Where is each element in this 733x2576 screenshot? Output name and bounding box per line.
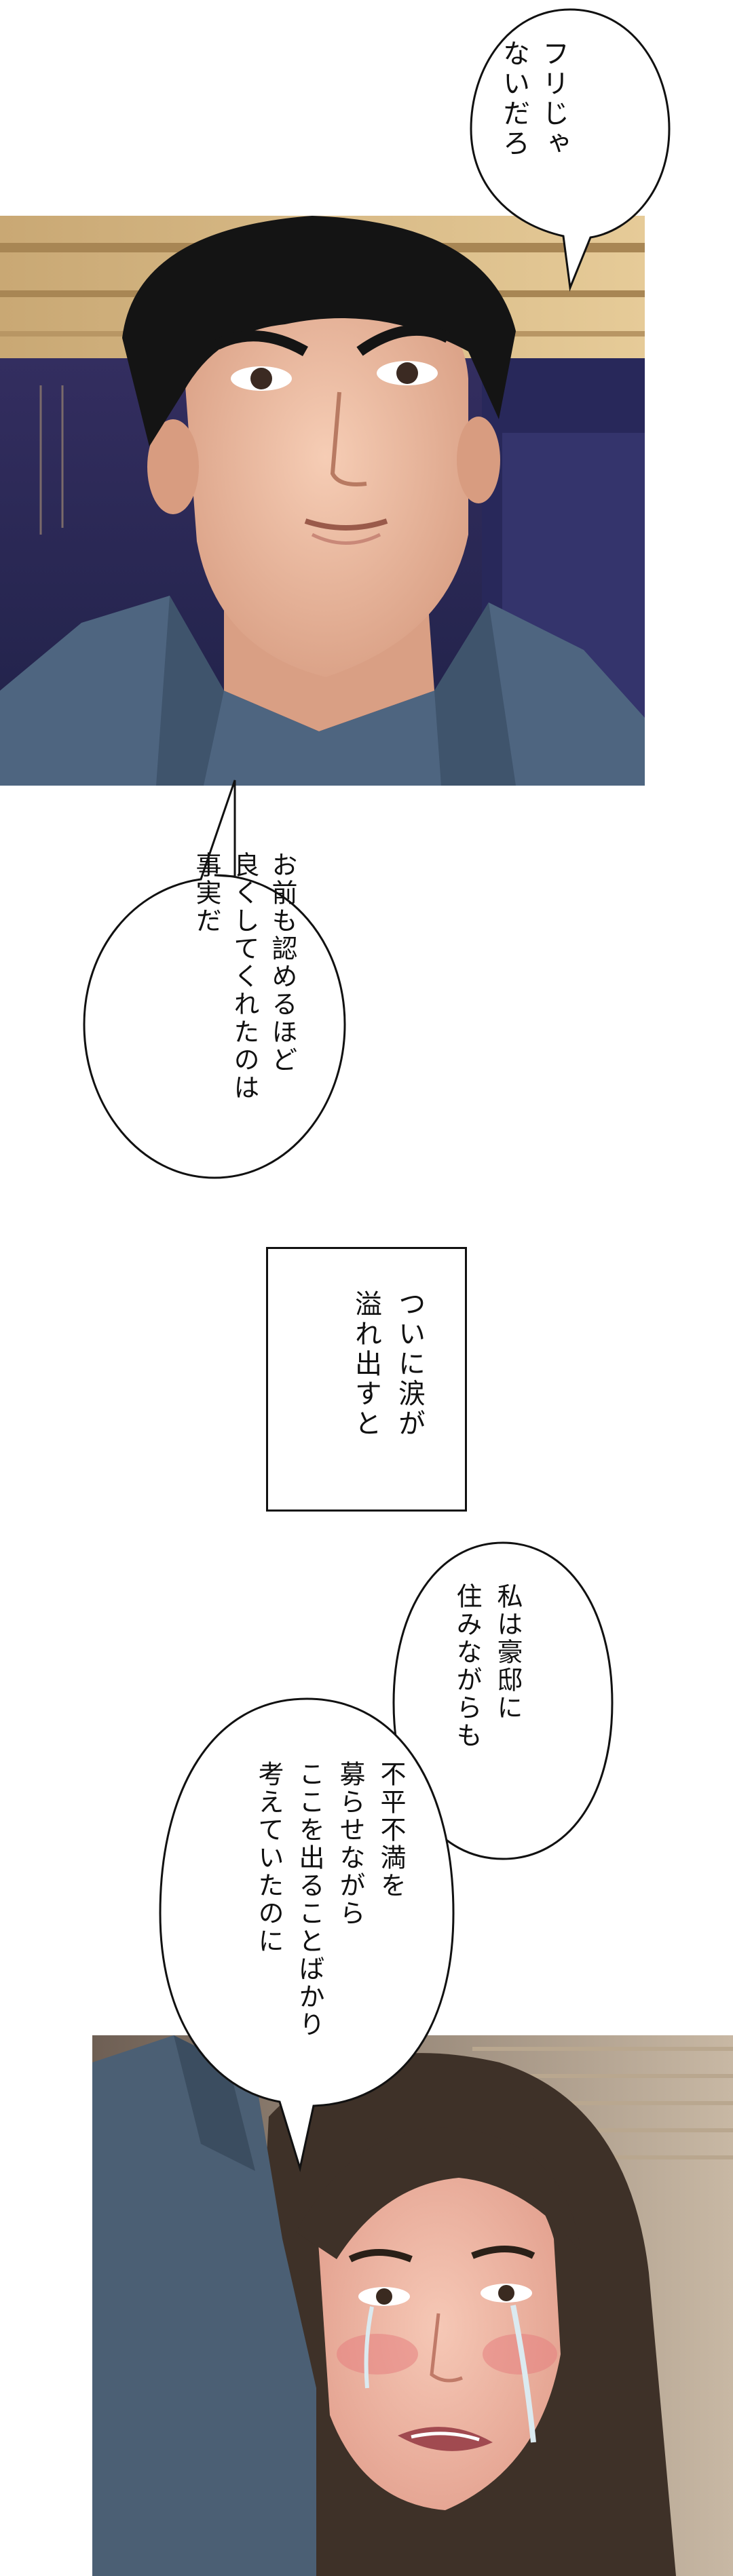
comic-panel-woman: [92, 2035, 733, 2576]
speech-bubble-4: [159, 1697, 455, 2172]
speech-bubble-3-text: 私は豪邸に 住みながらも: [452, 1583, 523, 1750]
speech-bubble-4-text: 不平不満を 募らせながら ここを出ることばかり 考えていたのに: [254, 1761, 406, 2039]
woman-illustration: [92, 2035, 733, 2576]
speech-bubble-2-text: お前も認めるほど 良くしてくれたのは 事実だ: [191, 851, 297, 1102]
narration-caption-text: ついに涙が 溢れ出すと: [350, 1290, 425, 1439]
speech-bubble-1: [470, 8, 671, 292]
narration-caption-box: ついに涙が 溢れ出すと: [266, 1247, 467, 1512]
speech-bubble-2: [83, 780, 346, 1179]
man-illustration: [0, 216, 645, 786]
speech-bubble-1-text: フリじゃ ないだろ: [498, 39, 569, 159]
speech-bubble-3: [392, 1541, 614, 1860]
comic-panel-man: [0, 216, 645, 786]
